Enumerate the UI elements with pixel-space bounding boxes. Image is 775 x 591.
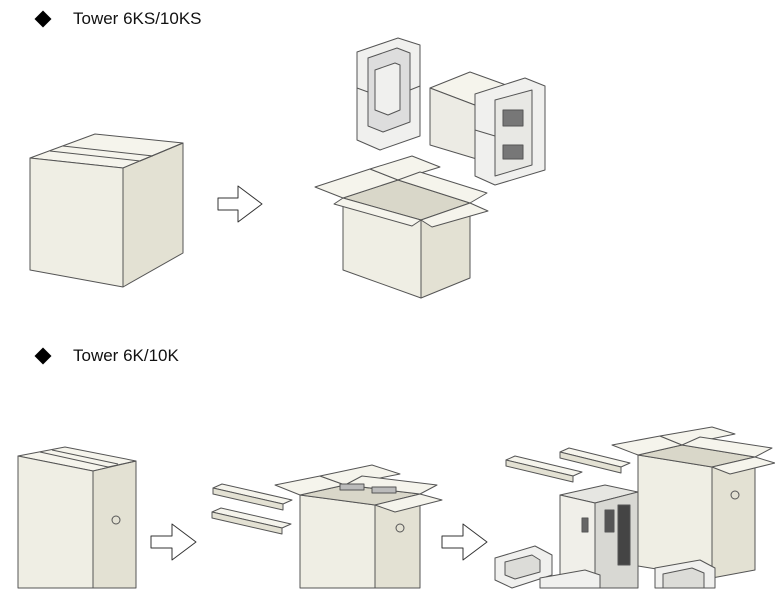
open-shipping-box-6ks (314, 155, 489, 299)
empty-shipping-box (611, 426, 775, 579)
foam-blocks (494, 545, 716, 589)
opened-shipping-box-6k (274, 464, 443, 589)
foam-cushion (356, 37, 421, 151)
section-heading-tower-6ks-10ks: Tower 6KS/10KS (34, 9, 202, 29)
closed-shipping-box-6k (17, 446, 137, 589)
right-arrow-icon (150, 523, 197, 561)
section-heading-text: Tower 6KS/10KS (73, 9, 202, 28)
side-rails-removed (505, 447, 631, 483)
right-arrow-icon (217, 185, 263, 223)
ups-unit-6ks (429, 71, 546, 186)
right-arrow-icon (441, 523, 488, 561)
section-heading-text: Tower 6K/10K (73, 346, 179, 365)
section-heading-tower-6k-10k: Tower 6K/10K (34, 346, 179, 366)
closed-shipping-box-6ks (29, 133, 184, 288)
side-rails (211, 483, 293, 535)
ups-unit-6k (559, 484, 639, 589)
